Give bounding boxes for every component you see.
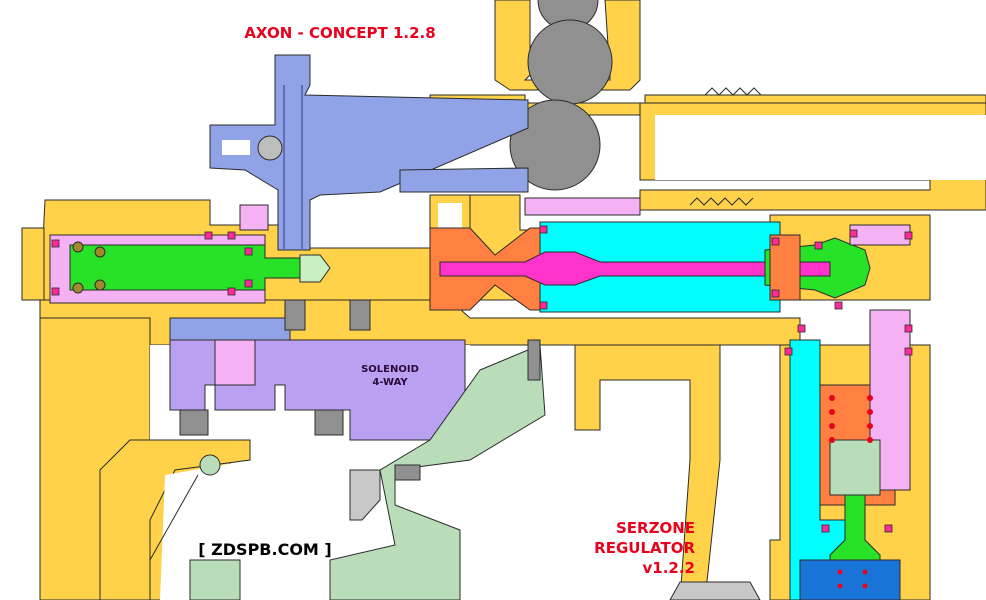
regulator-label-line1: SERZONE: [616, 519, 695, 537]
watermark-text: [ ZDSPB.COM ]: [198, 540, 331, 559]
solenoid-valve: SOLENOID 4-WAY: [169, 299, 466, 441]
solenoid-label-line1: SOLENOID: [361, 364, 419, 375]
solenoid-label-line2: 4-WAY: [372, 377, 408, 388]
feedneck-clamp: [209, 54, 529, 251]
paintball-stack: [509, 0, 613, 191]
regulator-spring: [829, 395, 873, 589]
regulator-label-line2: REGULATOR: [594, 539, 695, 557]
regulator-assembly: [669, 309, 911, 600]
regulator-label-line3: v1.2.2: [643, 559, 696, 577]
o-rings: [51, 225, 913, 533]
diagram-title: AXON - CONCEPT 1.2.8: [244, 24, 435, 42]
valve-assembly: [429, 197, 911, 313]
circuit-board: [189, 339, 546, 600]
grip-screw: [149, 454, 221, 561]
